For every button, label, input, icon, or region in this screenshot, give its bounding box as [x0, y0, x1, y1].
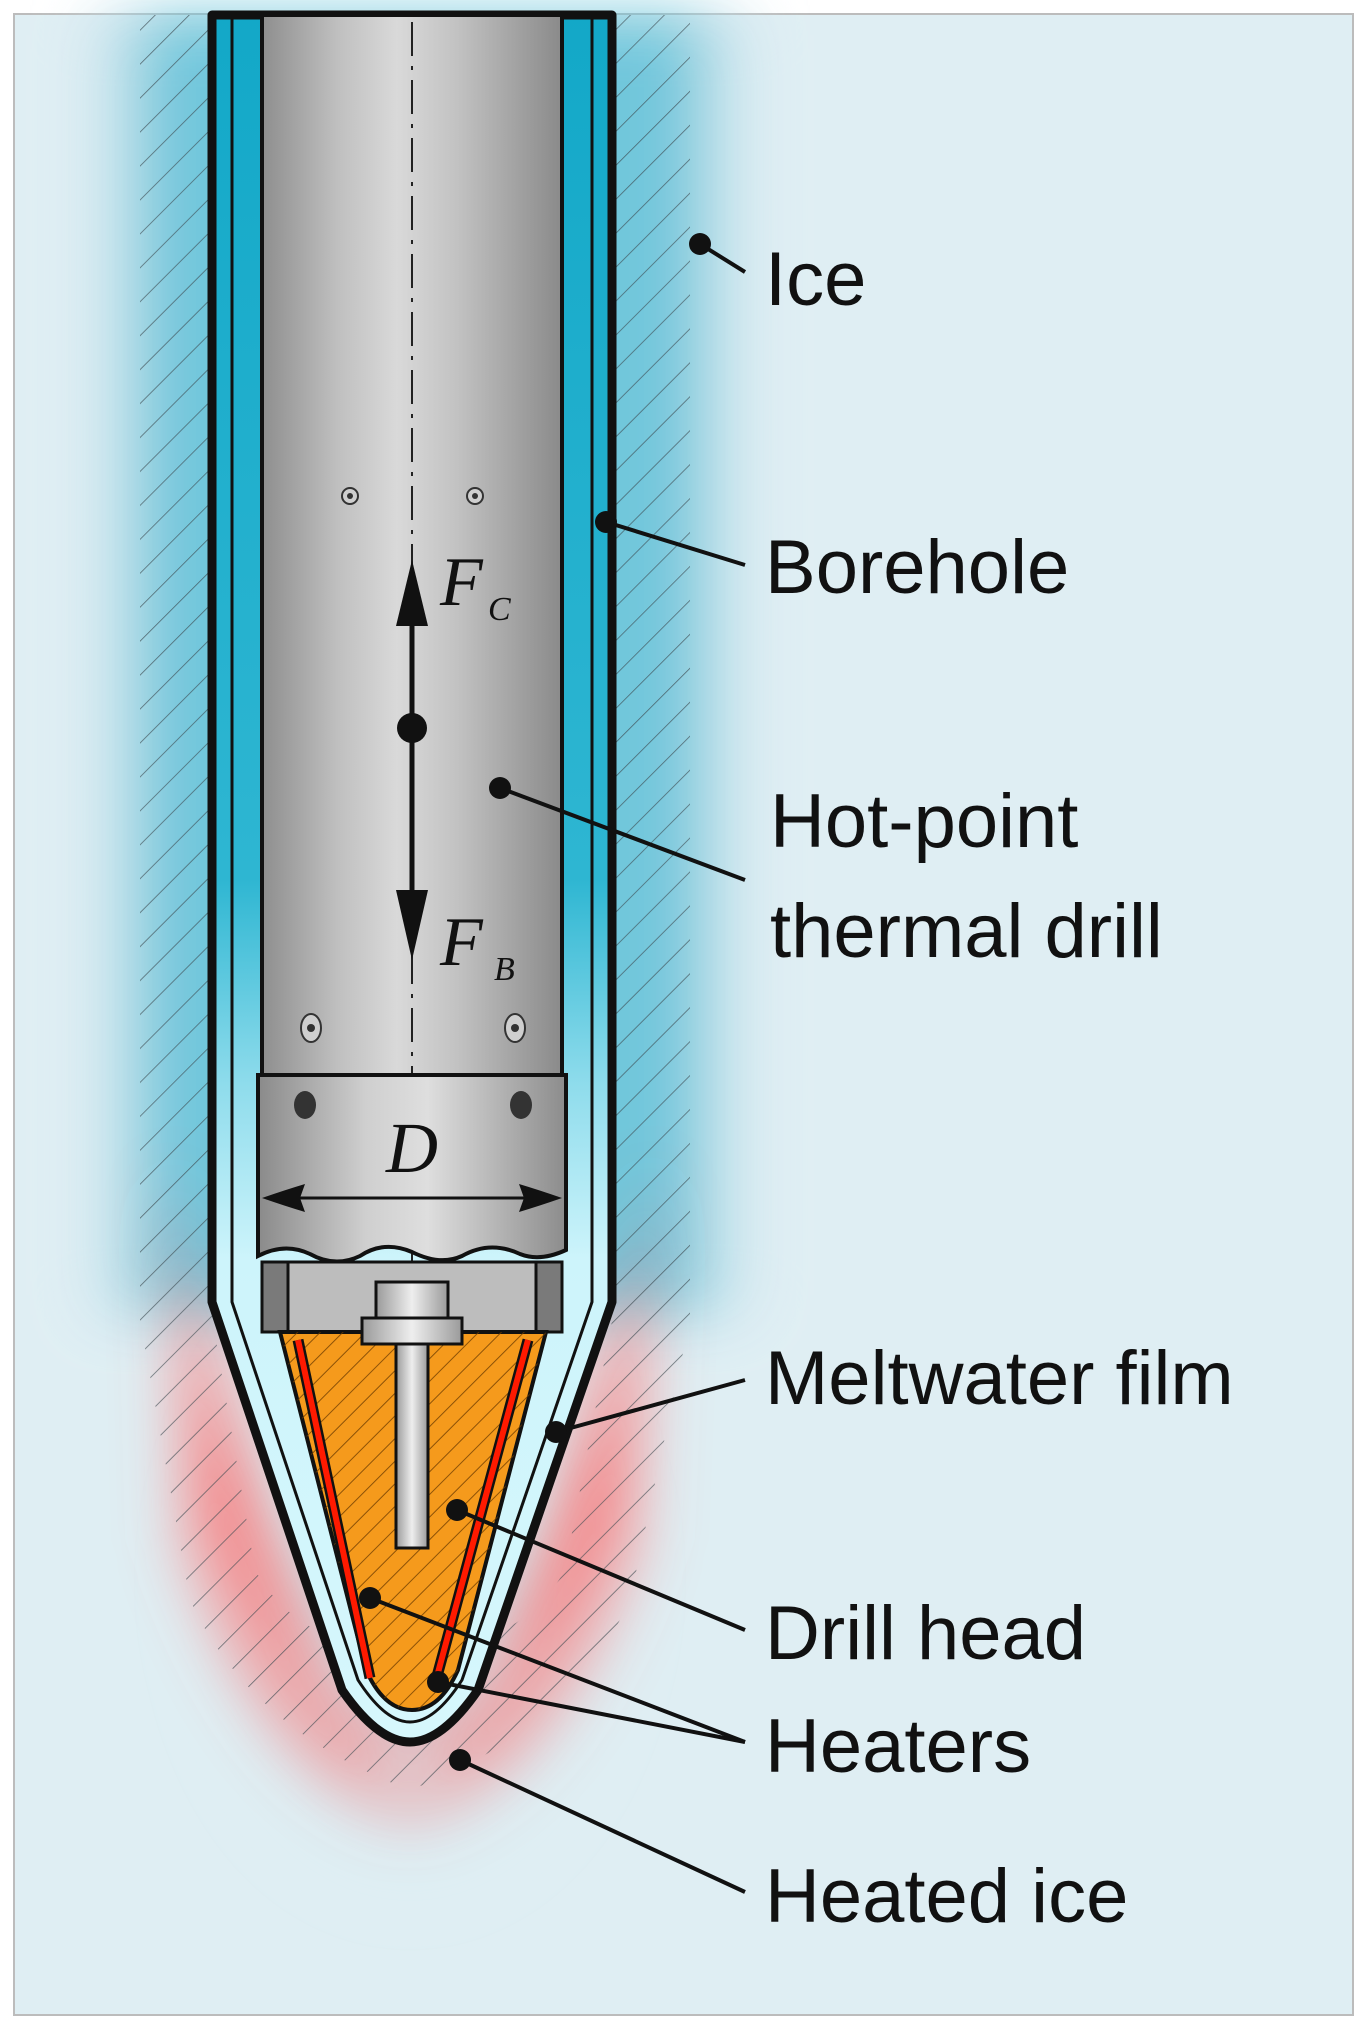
bolt-shaft — [394, 1342, 430, 1550]
collar-bolt-icon — [294, 1091, 532, 1119]
force-arrows — [396, 560, 428, 960]
label-meltwater: Meltwater film — [765, 1336, 1234, 1421]
heater-wires — [292, 1338, 534, 1682]
svg-text:B: B — [494, 951, 515, 988]
label-drill-line2: thermal drill — [770, 889, 1163, 974]
borehole-inner-line — [230, 15, 594, 1724]
ice-hatching — [140, 15, 690, 1790]
diameter-symbol: D — [385, 1108, 438, 1188]
label-heaters: Heaters — [765, 1704, 1031, 1789]
force-b-symbol: F B — [439, 904, 515, 988]
label-drill-line1: Hot-point — [770, 779, 1078, 864]
drill-collar — [256, 1073, 568, 1264]
leader-lines — [369, 242, 747, 1894]
housing-side-right — [534, 1260, 564, 1334]
svg-text:F: F — [439, 544, 484, 621]
force-c-symbol: F C — [439, 544, 511, 628]
bolt-washer — [360, 1316, 464, 1346]
label-heated-ice: Heated ice — [765, 1854, 1128, 1939]
bolt-nut — [374, 1280, 450, 1320]
housing-side-left — [260, 1260, 290, 1334]
diameter-dimension — [262, 1184, 562, 1212]
label-drill-head: Drill head — [765, 1591, 1086, 1676]
leader-dots — [359, 233, 711, 1771]
label-ice: Ice — [765, 237, 866, 322]
rivet-icon — [300, 487, 526, 1043]
svg-text:F: F — [439, 904, 484, 981]
svg-text:C: C — [488, 591, 511, 628]
label-borehole: Borehole — [765, 525, 1069, 610]
